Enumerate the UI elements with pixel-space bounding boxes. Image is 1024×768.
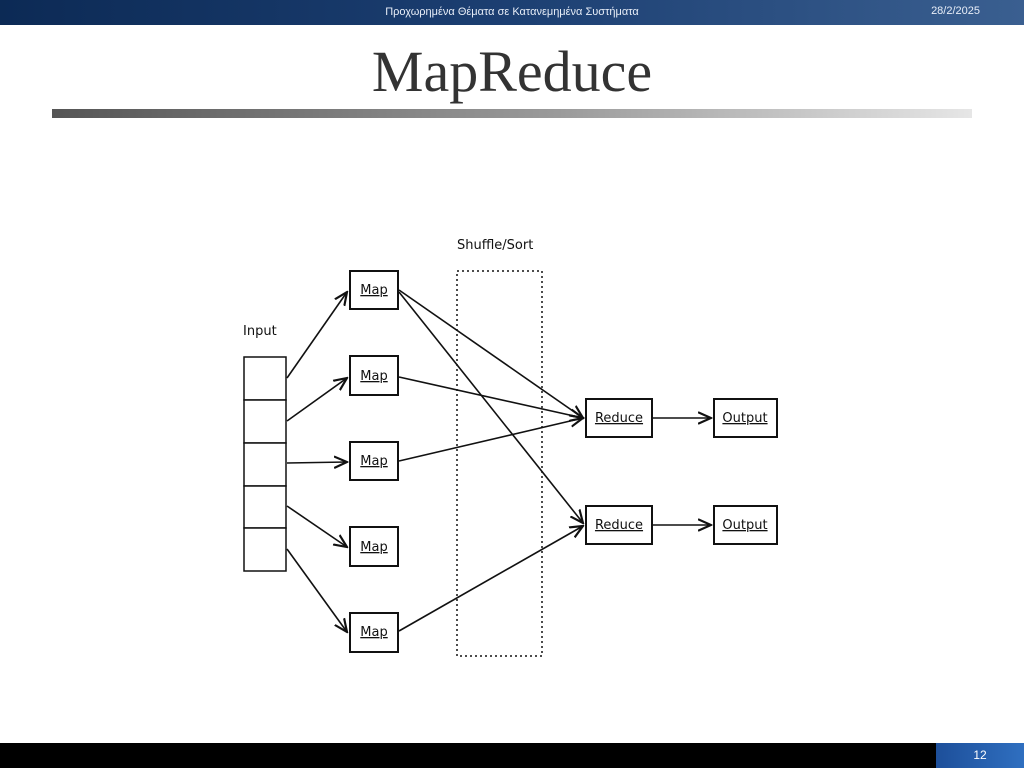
map-label: Map	[360, 454, 387, 469]
map-box-3: Map	[349, 441, 399, 481]
title-divider	[52, 109, 972, 118]
output-box-1: Output	[713, 398, 778, 438]
output-box-2: Output	[713, 505, 778, 545]
arrow-map5-reduce2	[398, 526, 583, 632]
shuffle-sort-label: Shuffle/Sort	[457, 238, 533, 253]
arrow-map1-reduce1	[398, 289, 583, 418]
input-split-1	[243, 356, 287, 401]
arrow-input-map-3	[286, 462, 347, 463]
arrow-map3-reduce1	[398, 418, 583, 462]
slide-title: MapReduce	[371, 39, 653, 104]
arrow-map2-reduce1	[398, 376, 583, 418]
input-split-3	[243, 442, 287, 487]
map-label: Map	[360, 540, 387, 555]
reduce-label: Reduce	[595, 411, 643, 426]
arrow-input-map-2	[286, 378, 347, 422]
arrow-input-map-4	[286, 505, 347, 547]
map-label: Map	[360, 283, 387, 298]
reduce-label: Reduce	[595, 518, 643, 533]
footer-bar	[0, 743, 1024, 768]
input-split-4	[243, 485, 287, 529]
map-label: Map	[360, 625, 387, 640]
page-number: 12	[936, 743, 1024, 768]
map-box-5: Map	[349, 612, 399, 653]
arrow-input-map-5	[286, 548, 347, 632]
map-box-2: Map	[349, 355, 399, 396]
input-split-2	[243, 399, 287, 444]
header-bar: Προχωρημένα Θέματα σε Κατανεμημένα Συστή…	[0, 0, 1024, 25]
reduce-box-2: Reduce	[585, 505, 653, 545]
reduce-box-1: Reduce	[585, 398, 653, 438]
map-box-1: Map	[349, 270, 399, 310]
arrow-input-map-1	[286, 292, 347, 379]
slide-date: 28/2/2025	[931, 5, 980, 17]
map-label: Map	[360, 369, 387, 384]
input-label: Input	[243, 324, 277, 339]
output-label: Output	[722, 518, 767, 533]
course-title: Προχωρημένα Θέματα σε Κατανεμημένα Συστή…	[385, 6, 639, 18]
shuffle-sort-region	[456, 270, 543, 657]
map-box-4: Map	[349, 526, 399, 567]
output-label: Output	[722, 411, 767, 426]
input-split-5	[243, 527, 287, 572]
arrow-map1-reduce2	[398, 291, 583, 523]
